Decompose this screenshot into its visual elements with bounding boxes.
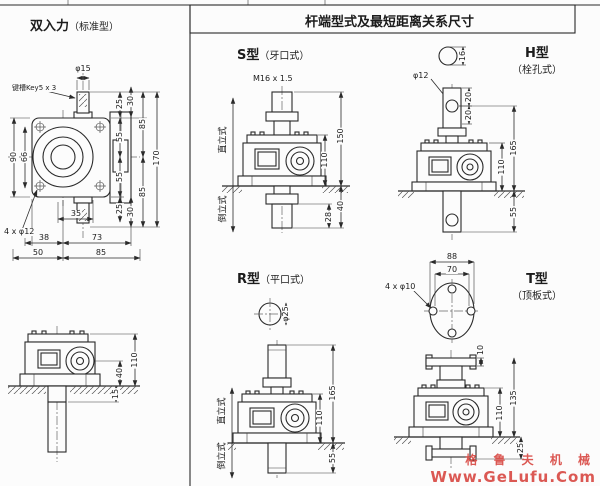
dim-plan-38: 38 bbox=[37, 233, 51, 242]
dim-t-110: 110 bbox=[495, 404, 504, 422]
left-title-main: 双入力 bbox=[30, 19, 70, 34]
type-r-upright-label: 直立式 bbox=[217, 396, 228, 426]
dim-plan-73: 73 bbox=[90, 233, 104, 242]
watermark-url-text: Www.GeLufu.Com bbox=[430, 468, 596, 486]
keyway-note: 键槽Key5 x 3 bbox=[12, 84, 57, 92]
type-s-subtitle: （牙口式） bbox=[259, 51, 310, 62]
dim-plan-25-bottom: 25 bbox=[115, 202, 124, 216]
type-r-inverted-label: 倒立式 bbox=[217, 441, 228, 471]
type-r-title: R型（平口式） bbox=[237, 270, 310, 286]
plan-view-drawing bbox=[8, 66, 160, 261]
corner-bolt-holes bbox=[34, 121, 106, 192]
dim-t-70: 70 bbox=[445, 265, 459, 274]
dim-front-15: 15 bbox=[111, 387, 120, 401]
dim-front-110: 110 bbox=[130, 351, 139, 369]
type-h-subtitle-row: （栓孔式） bbox=[512, 60, 562, 76]
dim-plan-66: 66 bbox=[20, 150, 29, 164]
dim-plan-90: 90 bbox=[9, 150, 18, 164]
dim-s-150: 150 bbox=[336, 127, 345, 145]
dim-plan-30-top: 30 bbox=[126, 94, 135, 108]
type-r-rod-dia-label: φ25 bbox=[281, 305, 290, 323]
shaft-diameter-label: φ15 bbox=[74, 64, 92, 73]
dim-h-55: 55 bbox=[509, 205, 518, 219]
dim-r-165: 165 bbox=[328, 384, 337, 402]
type-s-title: S型（牙口式） bbox=[237, 46, 309, 62]
left-section-title: 双入力（标准型） bbox=[30, 17, 119, 33]
dim-plan-50: 50 bbox=[31, 248, 45, 257]
dim-plan-55-lower: 55 bbox=[115, 170, 124, 184]
front-view-drawing bbox=[8, 326, 140, 462]
type-s-drawing bbox=[222, 86, 350, 233]
dim-h-165: 165 bbox=[509, 139, 518, 157]
watermark-brand-text: 格 鲁 夫 机 械 bbox=[465, 453, 596, 467]
left-title-suffix: （标准型） bbox=[69, 22, 120, 33]
dim-h-20-lower: 20 bbox=[464, 108, 473, 122]
watermark: 格 鲁 夫 机 械 Www.GeLufu.Com bbox=[430, 451, 596, 486]
dim-t-10: 10 bbox=[476, 343, 485, 357]
dim-plan-30-bottom: 30 bbox=[126, 205, 135, 219]
dim-s-40: 40 bbox=[336, 199, 345, 213]
type-h-subtitle: （栓孔式） bbox=[512, 65, 562, 76]
dim-t-135: 135 bbox=[509, 389, 518, 407]
dim-h-110: 110 bbox=[497, 158, 506, 176]
dim-t-88: 88 bbox=[445, 252, 459, 261]
dim-s-110: 110 bbox=[320, 151, 329, 169]
plan-holes-callout: 4 x φ12 bbox=[4, 227, 35, 236]
dim-s-28: 28 bbox=[324, 210, 333, 224]
type-t-name: T型 bbox=[526, 272, 548, 287]
dim-h-16: 16 bbox=[458, 49, 467, 63]
dim-plan-55-upper: 55 bbox=[115, 130, 124, 144]
dim-plan-85-base: 85 bbox=[94, 248, 108, 257]
type-t-title: T型 bbox=[526, 270, 548, 286]
type-r-drawing bbox=[218, 298, 345, 479]
type-r-name: R型 bbox=[237, 272, 261, 287]
type-h-drawing bbox=[398, 46, 525, 240]
dim-plan-35: 35 bbox=[69, 209, 83, 218]
type-t-subtitle: （顶板式） bbox=[512, 291, 562, 302]
dim-plan-85-upper: 85 bbox=[138, 117, 147, 131]
type-s-inverted-label: 倒立式 bbox=[218, 194, 229, 224]
type-t-subtitle-row: （顶板式） bbox=[512, 286, 562, 302]
type-s-name: S型 bbox=[237, 48, 260, 63]
type-r-subtitle: （平口式） bbox=[260, 275, 311, 286]
right-section-title: 杆端型式及最短距离关系尺寸 bbox=[305, 15, 475, 30]
dim-plan-25-top: 25 bbox=[115, 97, 124, 111]
type-s-upright-label: 直立式 bbox=[218, 125, 229, 155]
dim-h-20-upper: 20 bbox=[464, 90, 473, 104]
dim-front-40: 40 bbox=[115, 366, 124, 380]
type-t-drawing bbox=[394, 259, 524, 470]
type-s-thread-label: M16 x 1.5 bbox=[253, 74, 293, 83]
type-h-pin-dia-label: φ12 bbox=[413, 71, 429, 80]
dim-plan-170: 170 bbox=[152, 149, 161, 167]
dim-r-110: 110 bbox=[315, 409, 324, 427]
type-h-title: H型 bbox=[525, 44, 549, 60]
type-t-holes-callout: 4 x φ10 bbox=[385, 282, 416, 291]
type-h-name: H型 bbox=[525, 46, 549, 61]
dim-r-55: 55 bbox=[328, 451, 337, 465]
dim-plan-85-lower: 85 bbox=[138, 185, 147, 199]
